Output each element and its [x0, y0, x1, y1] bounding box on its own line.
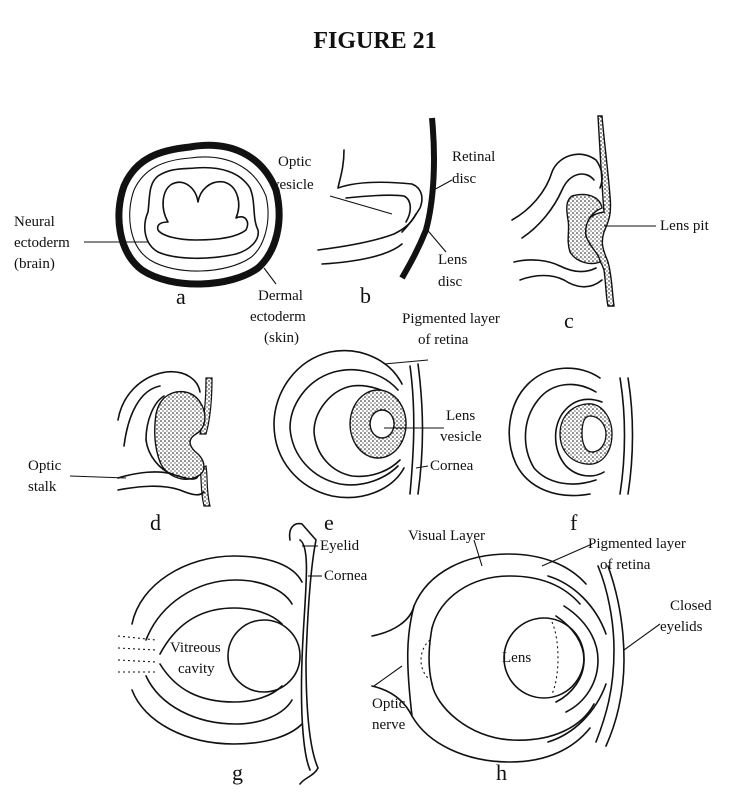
optic-vesicle-label: Optic vesicle [272, 154, 314, 193]
svg-text:disc: disc [438, 274, 463, 290]
pigmented-layer-e-leader [383, 359, 429, 365]
svg-text:Lens: Lens [438, 252, 467, 268]
dermal-ectoderm-leader [263, 267, 277, 285]
svg-text:Pigmented layer: Pigmented layer [402, 311, 500, 327]
visual-layer-leader [473, 539, 483, 567]
panel-c-lens-pit [511, 115, 615, 307]
panel-d-optic-cup [117, 370, 213, 507]
svg-text:Vitreous: Vitreous [170, 640, 221, 656]
lens-vesicle-ring-e [349, 389, 407, 459]
panel-label-b: b [360, 283, 371, 308]
lens-vesicle-mass-d [154, 391, 206, 480]
svg-text:of retina: of retina [600, 557, 651, 573]
svg-text:vesicle: vesicle [440, 429, 482, 445]
svg-text:nerve: nerve [372, 717, 406, 733]
cornea-e-leader [415, 465, 429, 469]
panel-label-h: h [496, 760, 507, 785]
cornea-e-label: Cornea [430, 458, 474, 474]
vitreous-cavity-label: Vitreous cavity [170, 640, 221, 677]
lens-vesicle-label: Lens vesicle [440, 408, 482, 445]
svg-text:disc: disc [452, 171, 477, 187]
optic-stalk-leader [69, 475, 127, 479]
ectoderm-strip-b [399, 117, 437, 280]
eyelid-label: Eyelid [320, 538, 360, 554]
retinal-disc-label: Retinal disc [452, 149, 495, 187]
lens-disc-label: Lens disc [438, 252, 467, 290]
pigmented-layer-e-label: Pigmented layer of retina [402, 311, 500, 348]
dermal-ectoderm-label: Dermal ectoderm (skin) [250, 288, 306, 346]
svg-text:Closed: Closed [670, 598, 712, 614]
panel-a-neural-tube [115, 141, 283, 288]
panel-label-f: f [570, 510, 578, 535]
panel-label-c: c [564, 308, 574, 333]
svg-text:of retina: of retina [418, 332, 469, 348]
svg-text:eyelids: eyelids [660, 619, 703, 635]
svg-text:Pigmented layer: Pigmented layer [588, 536, 686, 552]
retinal-disc-leader [429, 179, 453, 193]
panel-label-g: g [232, 760, 243, 785]
ectoderm-strip-d-lower [199, 464, 211, 507]
panel-g-eye [117, 522, 319, 785]
lens-ring-f [559, 403, 613, 465]
svg-text:ectoderm: ectoderm [14, 235, 70, 251]
panel-label-a: a [176, 284, 186, 309]
optic-nerve-label: Optic nerve [372, 696, 406, 733]
svg-text:vesicle: vesicle [272, 177, 314, 193]
panel-label-d: d [150, 510, 161, 535]
figure-title: FIGURE 21 [313, 28, 436, 54]
panel-label-e: e [324, 510, 334, 535]
panel-e-lens-vesicle [273, 349, 424, 499]
svg-text:stalk: stalk [28, 479, 57, 495]
pigmented-layer-h-leader [541, 543, 593, 567]
visual-layer-label: Visual Layer [408, 528, 485, 544]
optic-vesicle-leader [329, 195, 393, 215]
ectoderm-strip-c [583, 115, 615, 307]
svg-text:Optic: Optic [278, 154, 312, 170]
optic-stalk-label: Optic stalk [28, 458, 62, 495]
svg-text:Dermal: Dermal [258, 288, 303, 304]
neural-ectoderm-label: Neural ectoderm (brain) [14, 214, 70, 272]
panel-h-eye [371, 553, 625, 763]
closed-eyelids-leader [623, 623, 661, 651]
svg-text:ectoderm: ectoderm [250, 309, 306, 325]
svg-text:Retinal: Retinal [452, 149, 495, 165]
closed-eyelids-label: Closed eyelids [660, 598, 712, 635]
optic-nerve-leader [373, 665, 403, 687]
lens-disc-leader [423, 225, 447, 253]
svg-text:Optic: Optic [28, 458, 62, 474]
lens-pit-label: Lens pit [660, 218, 710, 234]
pigmented-layer-h-label: Pigmented layer of retina [588, 536, 686, 573]
svg-text:Neural: Neural [14, 214, 55, 230]
svg-text:cavity: cavity [178, 661, 215, 677]
lens-pit-mass [566, 193, 603, 265]
cornea-g-label: Cornea [324, 568, 368, 584]
panel-b-optic-vesicle [317, 117, 437, 280]
panel-f-lens-detached [508, 367, 634, 497]
lens-g [227, 619, 301, 693]
svg-text:(skin): (skin) [264, 330, 299, 346]
lens-h-label: Lens [502, 650, 531, 666]
dermal-ectoderm-layer [115, 141, 283, 288]
svg-text:(brain): (brain) [14, 256, 55, 272]
ectoderm-strip-d [199, 377, 213, 435]
svg-text:Optic: Optic [372, 696, 406, 712]
svg-text:Lens: Lens [446, 408, 475, 424]
